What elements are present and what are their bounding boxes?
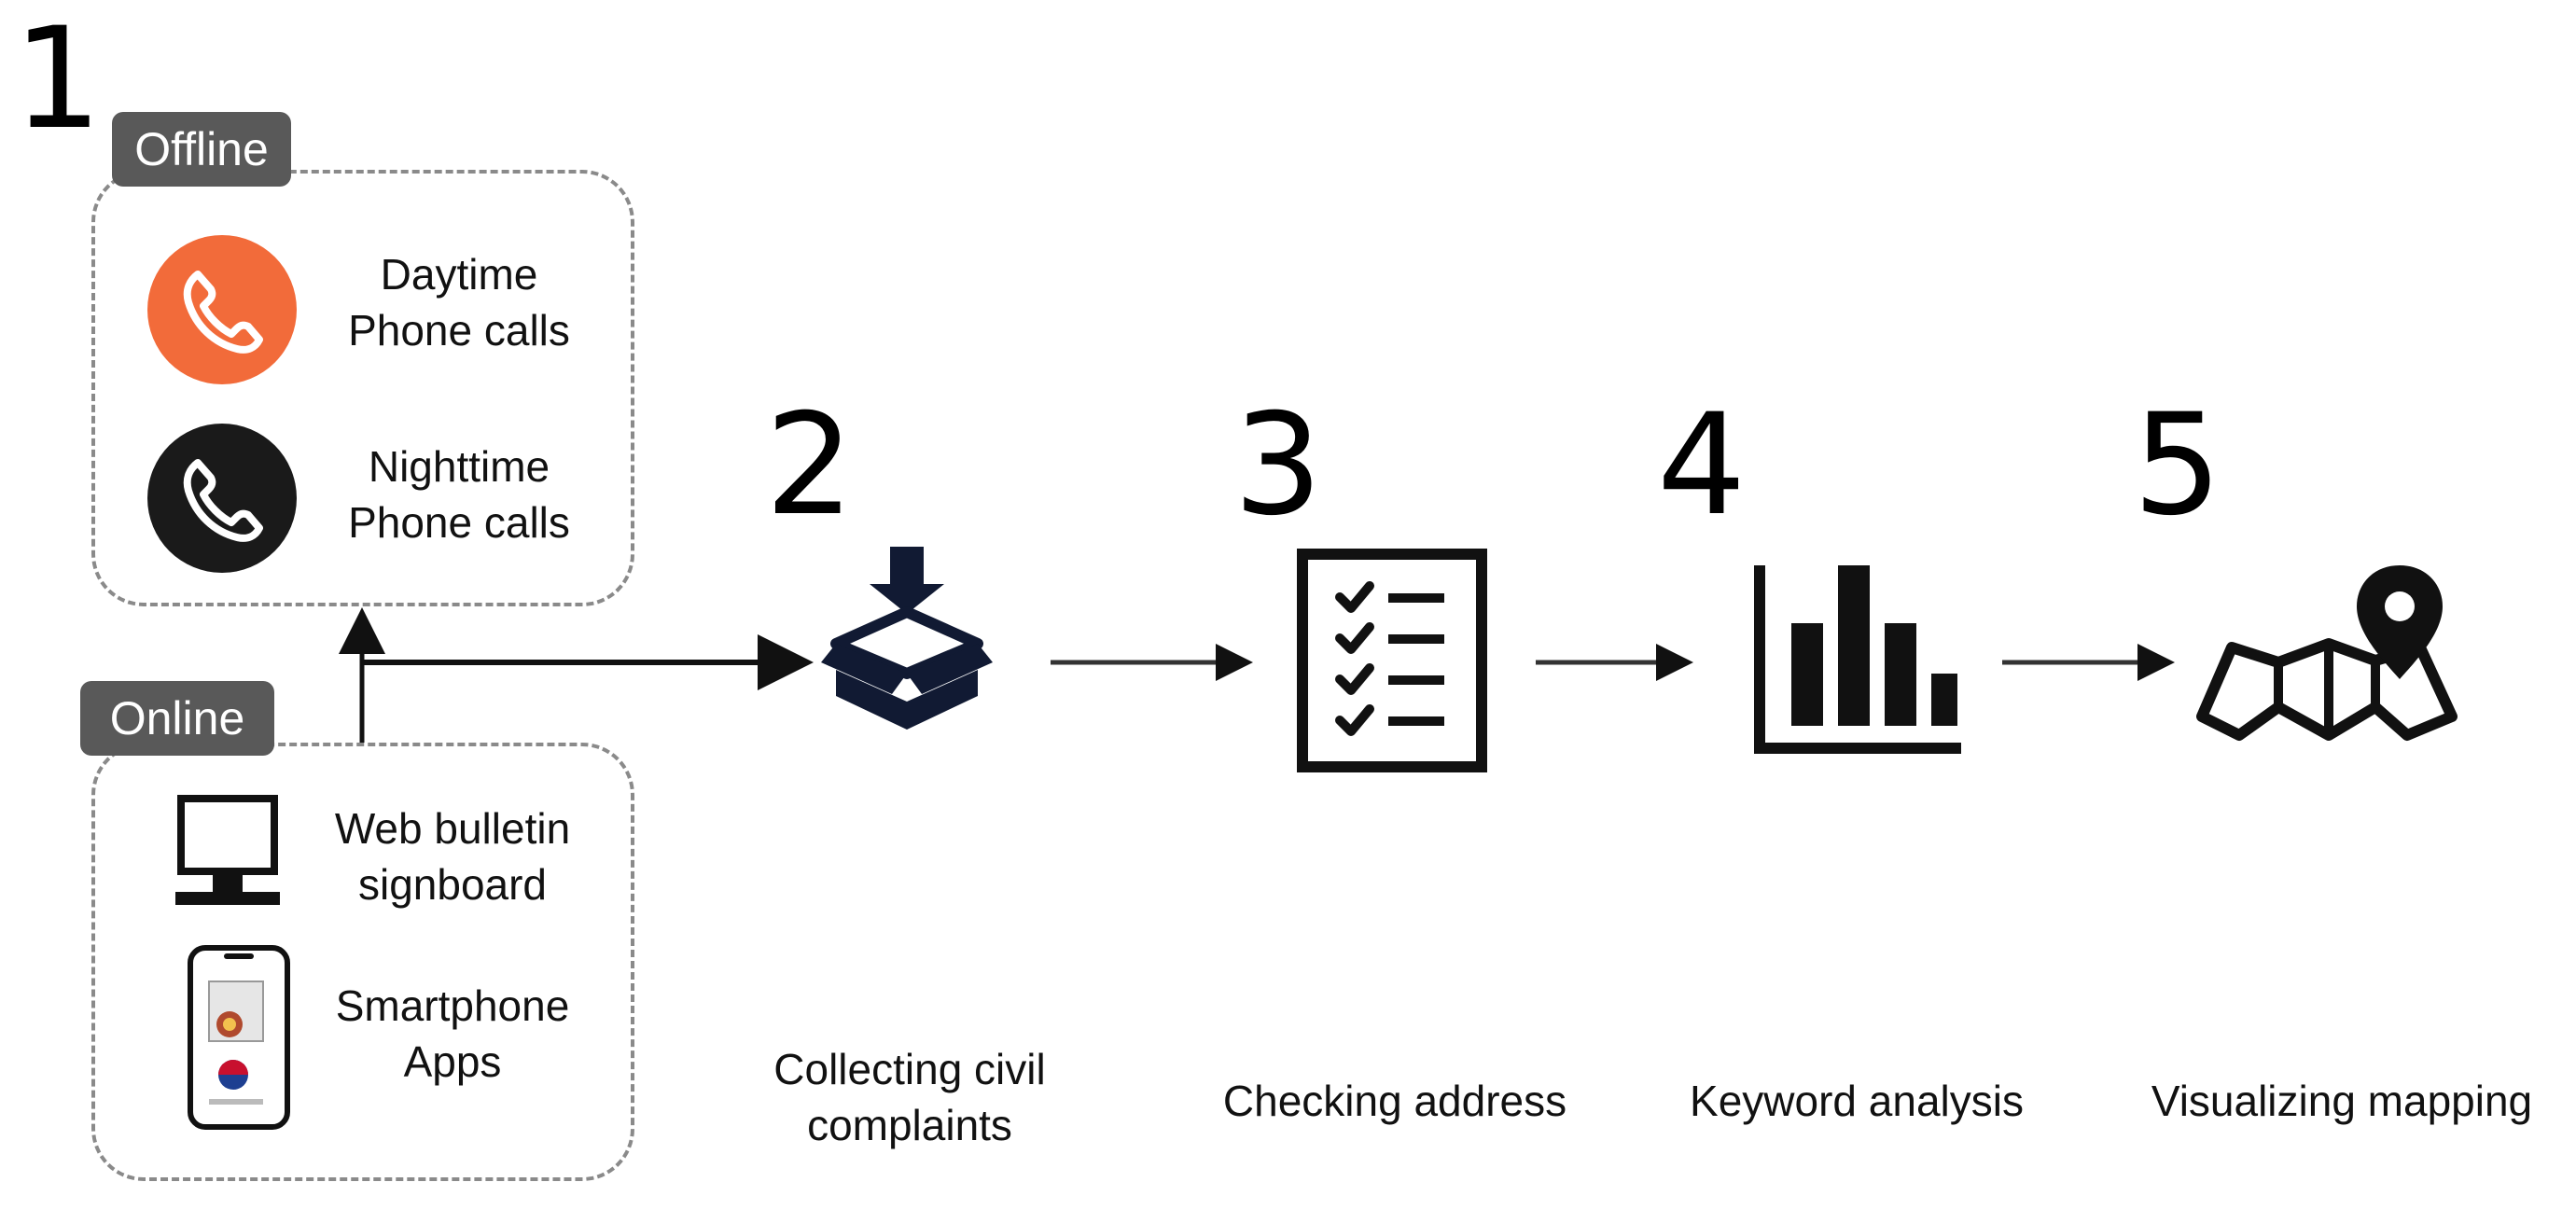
online-tag: Online [80,681,274,756]
offline-item-2-line2: Phone calls [348,498,570,547]
phone-black-icon [147,424,297,573]
step-number-3: 3 [1233,384,1323,547]
step-number-4: 4 [1657,384,1747,547]
offline-group [91,170,634,606]
step-number-2: 2 [765,384,855,547]
online-item-2-line2: Apps [403,1037,502,1086]
online-group [91,743,634,1181]
step-2-caption-line1: Collecting civil [773,1045,1046,1093]
online-item-1-line2: signboard [357,860,548,909]
online-item-2-label: Smartphone Apps [308,978,597,1090]
desktop-monitor-icon [175,795,280,905]
offline-item-2-line1: Nighttime [368,442,550,491]
step-2-caption-line2: complaints [807,1101,1012,1149]
step-2-caption: Collecting civil complaints [718,1041,1101,1153]
step-3-caption: Checking address [1222,1077,1567,1125]
online-item-1-label: Web bulletin signboard [308,800,597,912]
offline-item-1-line2: Phone calls [348,306,570,355]
phone-orange-icon [147,235,297,384]
bar-chart-icon [1754,565,1961,754]
box-download-icon [821,547,993,730]
step-number-1: 1 [13,0,103,160]
offline-item-1-line1: Daytime [380,250,538,299]
map-pin-icon [2196,565,2458,741]
checklist-icon [1297,549,1487,772]
step-4-caption: Keyword analysis [1690,1077,2024,1125]
online-item-2-line1: Smartphone [335,981,570,1030]
online-item-1-line1: Web bulletin [334,804,571,853]
offline-tag: Offline [112,112,291,187]
smartphone-icon [188,945,290,1130]
offline-item-1-label: Daytime Phone calls [328,246,590,358]
step-number-5: 5 [2133,384,2222,547]
step-5-caption: Visualizing mapping [2151,1077,2533,1125]
offline-item-2-label: Nighttime Phone calls [328,438,590,550]
